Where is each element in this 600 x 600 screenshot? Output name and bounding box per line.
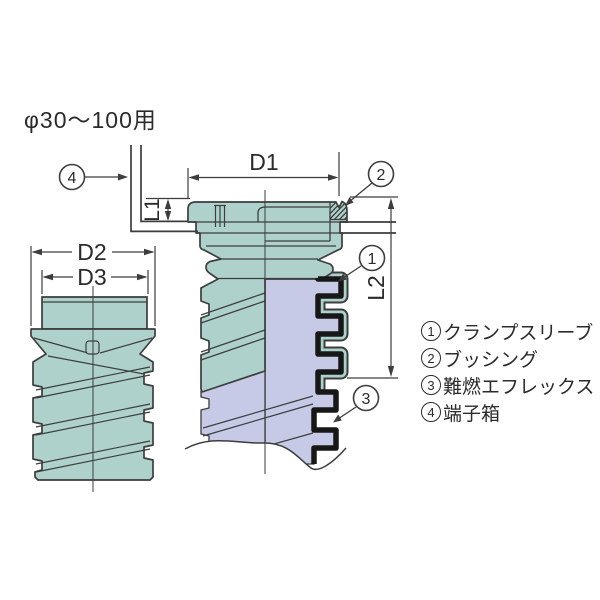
body-internal-lines [188, 202, 347, 280]
callout-1-number: 1 [368, 251, 377, 268]
terminal-box-wall [130, 145, 396, 234]
legend-item-label: クランプスリーブ [443, 322, 594, 344]
callout-4-number: 4 [68, 170, 77, 187]
dimension-l1: L1 [141, 197, 190, 222]
legend-item-number: 3 [421, 375, 441, 395]
dim-label-d2: D2 [77, 239, 106, 265]
callout-1: 1 [338, 244, 386, 282]
legend-item-number: 1 [421, 321, 441, 341]
sleeve-funnel-lines [33, 337, 153, 354]
dimension-d2: D2 [30, 239, 156, 326]
callout-2: 2 [345, 160, 395, 206]
dimension-d3: D3 [41, 264, 149, 294]
legend-item-label: 難燃エフレックス [443, 376, 595, 398]
callout-3: 3 [333, 384, 380, 423]
callout-4: 4 [58, 163, 128, 191]
dim-label-d1: D1 [249, 149, 278, 175]
cap-slot-detail [214, 204, 226, 227]
dim-label-l1: L1 [141, 198, 164, 221]
callout-markers: 4 2 1 3 [58, 160, 395, 423]
legend-item-label: ブッシング [443, 349, 539, 371]
dimensions: D1 L1 L2 [30, 149, 398, 379]
legend-item: 2 ブッシング [421, 347, 594, 371]
dim-label-l2: L2 [363, 275, 389, 301]
clamp-sleeve-view [30, 286, 156, 492]
dimension-d1: D1 [187, 149, 340, 198]
legend-item-number: 4 [421, 402, 441, 422]
connector-body [187, 200, 348, 393]
dimension-l2: L2 [347, 196, 398, 379]
callout-2-number: 2 [377, 167, 386, 184]
main-connector-view [184, 190, 349, 488]
callout-3-number: 3 [362, 391, 371, 408]
legend-item: 4 端子箱 [421, 401, 594, 425]
dim-label-d3: D3 [77, 264, 106, 290]
legend: 1 クランプスリーブ 2 ブッシング 3 難燃エフレックス 4 端子箱 [421, 320, 595, 425]
legend-item-label: 端子箱 [443, 403, 501, 425]
legend-item-number: 2 [421, 348, 441, 368]
sleeve-thread-lines [200, 292, 266, 361]
page-title: φ30〜100用 [24, 107, 157, 133]
legend-item: 1 クランプスリーブ [421, 320, 594, 344]
legend-item: 3 難燃エフレックス [421, 374, 595, 398]
corrugation-profile [311, 276, 344, 464]
